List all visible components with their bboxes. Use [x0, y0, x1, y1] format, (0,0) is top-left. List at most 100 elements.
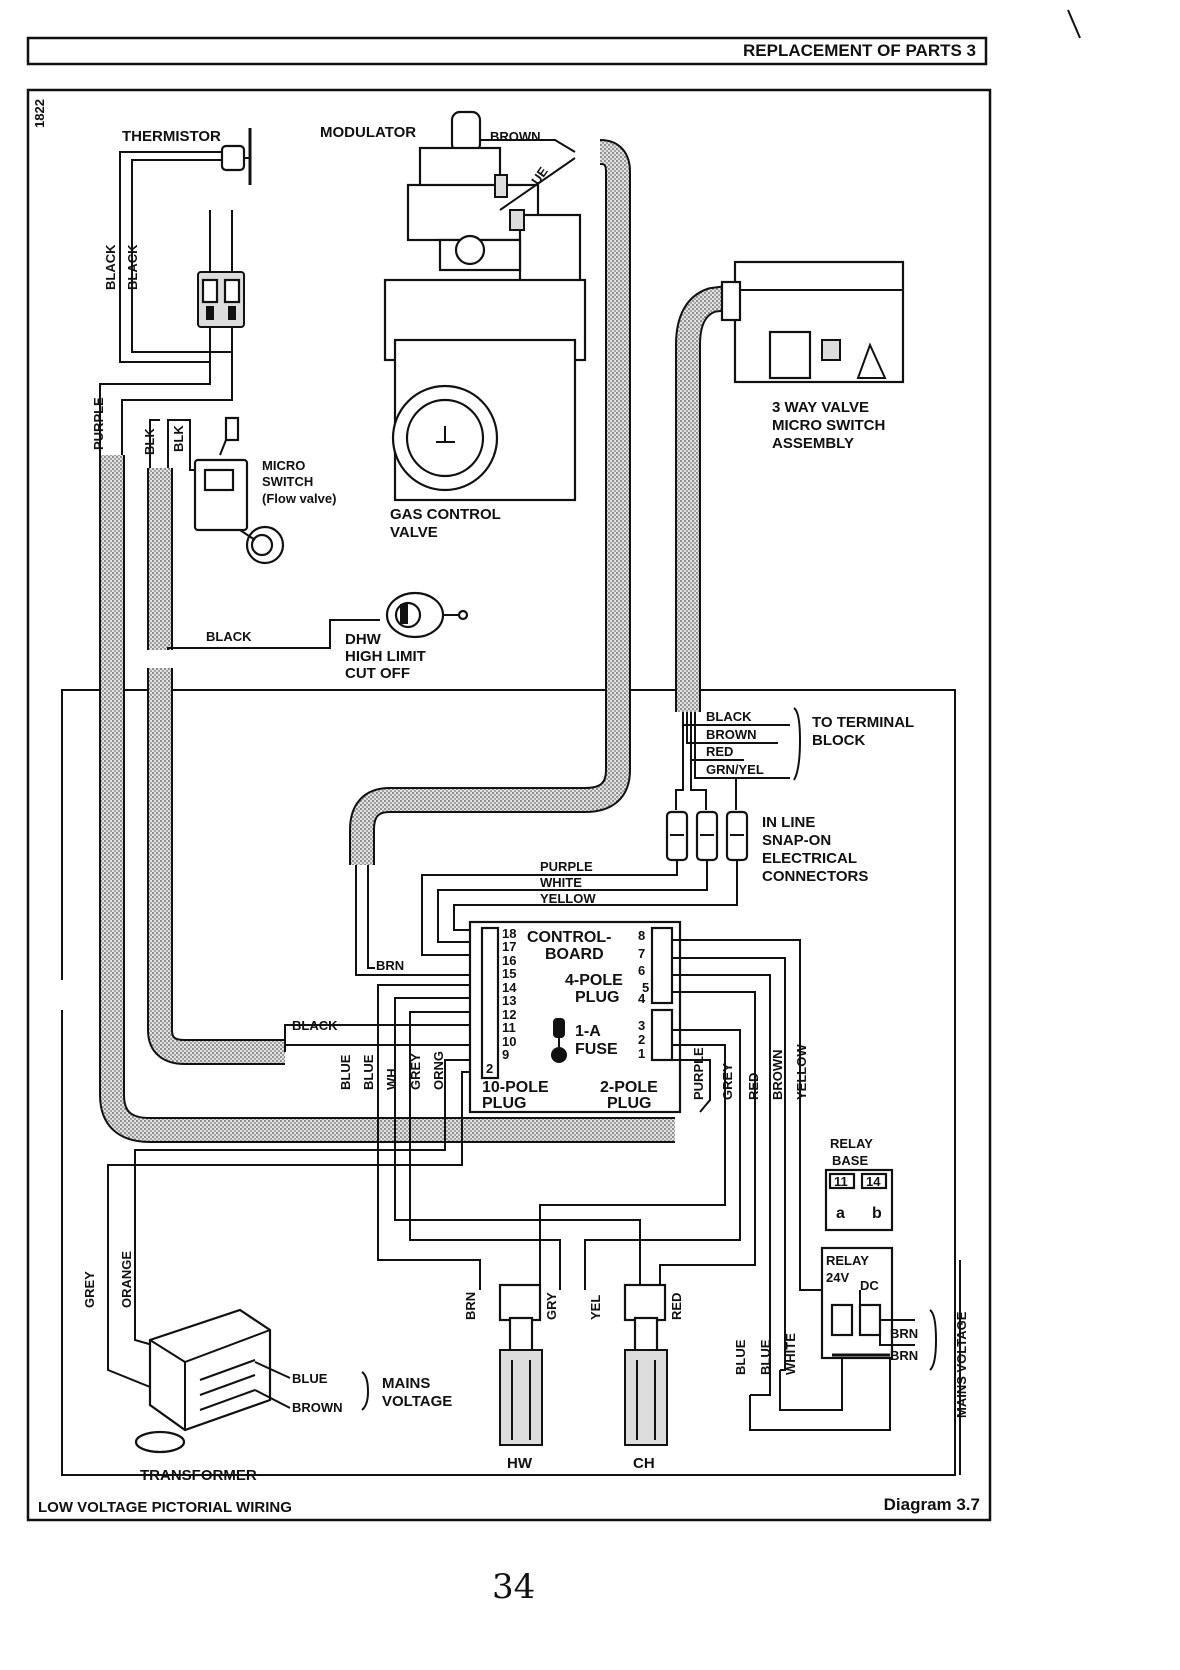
wire-label-brown-tr: BROWN	[292, 1400, 343, 1415]
modulator-label: MODULATOR	[320, 124, 416, 141]
pin-r5: 5	[642, 980, 649, 995]
margin-code: 1822	[32, 99, 47, 128]
footer-left: LOW VOLTAGE PICTORIAL WIRING	[38, 1499, 292, 1516]
three-way-valve-switch	[720, 260, 905, 384]
gas-control-valve	[383, 110, 587, 502]
wire-label-black-2: BLACK	[125, 244, 140, 290]
pin-15: 15	[502, 966, 516, 981]
wire-label-blue-rl1: BLUE	[733, 1339, 748, 1375]
pin-14: 14	[502, 980, 517, 995]
wire-label-grey-cb: GREY	[408, 1053, 423, 1090]
terminal-block-line-1: TO TERMINAL	[812, 714, 914, 731]
transformer	[134, 1308, 272, 1454]
two-pole-line-2: PLUG	[607, 1095, 651, 1112]
wire-label-brown-mod: BROWN	[490, 129, 541, 144]
ch-switch	[623, 1283, 668, 1446]
wire-label-black-dhw: BLACK	[206, 629, 252, 644]
control-board-label: CONTROL-	[527, 929, 611, 946]
relay-line-3: DC	[860, 1278, 879, 1293]
dhw-high-limit	[385, 591, 469, 639]
relay-line-2: 24V	[826, 1270, 849, 1285]
pin-2-left: 2	[486, 1061, 493, 1076]
terminal-block-line-2: BLOCK	[812, 732, 865, 749]
four-pole-line-2: PLUG	[575, 989, 619, 1006]
wire-label-purple: PURPLE	[91, 397, 106, 450]
wire-label-yellow-sn: YELLOW	[540, 891, 596, 906]
diagram-frame	[26, 88, 992, 1522]
mains-voltage-line-2: VOLTAGE	[382, 1393, 452, 1410]
wire-label-grey-tr: GREY	[82, 1271, 97, 1308]
micro-switch-line-3: (Flow valve)	[262, 491, 336, 506]
wire-label-red-ch: RED	[669, 1293, 684, 1320]
pin-10: 10	[502, 1034, 516, 1049]
harness-gas-valve	[349, 139, 631, 865]
dhw-line-3: CUT OFF	[345, 665, 410, 682]
wire-label-brown-tb: BROWN	[706, 727, 757, 742]
wire-label-brown-cb: BROWN	[770, 1049, 785, 1100]
snap-on-line-1: IN LINE	[762, 814, 815, 831]
wire-label-red-tb: RED	[706, 744, 733, 759]
header-bar	[26, 9, 1081, 66]
wire-label-blue-rl2: BLUE	[758, 1339, 773, 1375]
wire-label-blue-cb1: BLUE	[338, 1054, 353, 1090]
dhw-line-1: DHW	[345, 631, 382, 648]
mains-voltage-vertical: MAINS VOLTAGE	[954, 1311, 969, 1418]
wire-label-black-1: BLACK	[103, 244, 118, 290]
wire-label-white-sn: WHITE	[540, 875, 582, 890]
three-way-line-1: 3 WAY VALVE	[772, 399, 869, 416]
wire-label-gry-hw: GRY	[544, 1292, 559, 1320]
wire-label-black-tb: BLACK	[706, 709, 752, 724]
pin-r8: 8	[638, 928, 645, 943]
ten-pole-line-2: PLUG	[482, 1095, 526, 1112]
relay-base	[824, 1168, 894, 1232]
relay-base-pin-b: b	[872, 1205, 882, 1222]
two-pole-line-1: 2-POLE	[600, 1079, 658, 1096]
micro-switch	[193, 416, 285, 565]
header-title: REPLACEMENT OF PARTS 3	[743, 41, 976, 60]
wire-label-red-cb: RED	[746, 1073, 761, 1100]
wire-label-purple-cb: PURPLE	[691, 1047, 706, 1100]
hw-switch	[498, 1283, 543, 1446]
wire-label-brn-hw: BRN	[463, 1292, 478, 1320]
wire-label-brn-relay1: BRN	[890, 1326, 918, 1341]
page-number: 34	[492, 1567, 535, 1607]
hw-label: HW	[507, 1455, 533, 1472]
pin-16: 16	[502, 953, 516, 968]
relay-base-pin-11: 11	[834, 1174, 848, 1189]
pin-r6: 6	[638, 963, 645, 978]
three-way-line-3: ASSEMBLY	[772, 435, 854, 452]
snap-on-line-4: CONNECTORS	[762, 868, 868, 885]
wire-label-grnyel-tb: GRN/YEL	[706, 762, 764, 777]
wire-label-blue-cb2: BLUE	[361, 1054, 376, 1090]
wire-label-wh-cb: WH	[384, 1068, 399, 1090]
relay-base-pin-14: 14	[866, 1174, 881, 1189]
harness-three-way	[675, 284, 737, 712]
wire-label-yellow-cb: YELLOW	[794, 1044, 809, 1100]
fuse-line-2: FUSE	[575, 1041, 618, 1058]
mains-voltage-line-1: MAINS	[382, 1375, 430, 1392]
wire-label-blue-tr: BLUE	[292, 1371, 328, 1386]
casing-outline	[61, 689, 956, 1476]
gas-valve-line-1: GAS CONTROL	[390, 506, 501, 523]
micro-switch-line-2: SWITCH	[262, 474, 313, 489]
relay-base-line-1: RELAY	[830, 1136, 873, 1151]
wire-label-grey-cb2: GREY	[720, 1063, 735, 1100]
board-pins-left: 18 17 16 15 14 13 12 11 10 9 2	[486, 926, 517, 1076]
relay-line-1: RELAY	[826, 1253, 869, 1268]
wire-label-orng-cb: ORNG	[431, 1051, 446, 1090]
board-label: BOARD	[545, 946, 604, 963]
footer-right: Diagram 3.7	[884, 1495, 980, 1514]
four-pole-line-1: 4-POLE	[565, 972, 623, 989]
relay-base-pin-a: a	[836, 1205, 845, 1222]
relay-base-line-2: BASE	[832, 1153, 868, 1168]
harness-left	[99, 455, 675, 1143]
wire-label-white-rl: WHITE	[783, 1333, 798, 1375]
wire-label-orange-tr: ORANGE	[119, 1251, 134, 1308]
thermistor-connector	[197, 271, 245, 328]
transformer-label: TRANSFORMER	[140, 1467, 257, 1484]
pin-17: 17	[502, 939, 516, 954]
pin-r4: 4	[638, 991, 646, 1006]
wire-label-yel-ch: YEL	[588, 1295, 603, 1320]
wire-label-blk-2: BLK	[171, 425, 186, 452]
